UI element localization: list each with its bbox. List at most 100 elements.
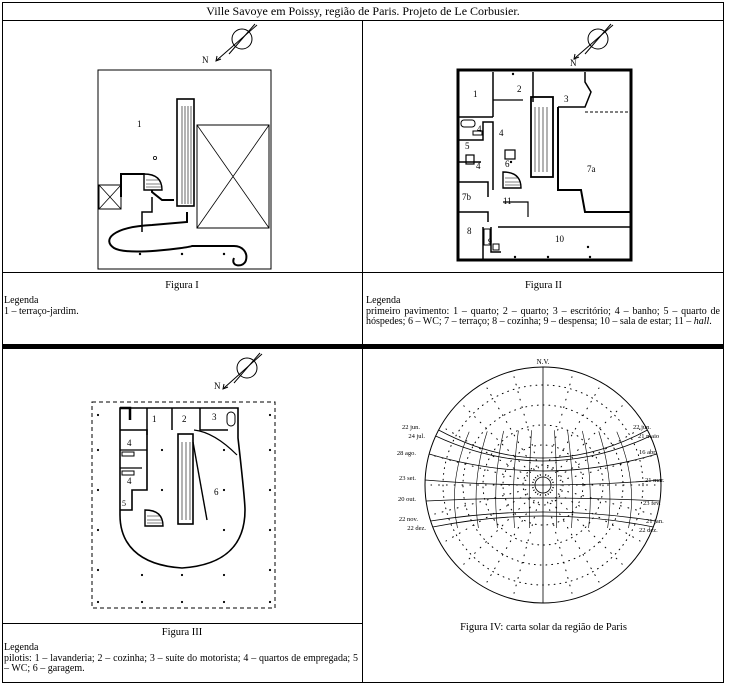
- caption-divider-1: [2, 272, 362, 273]
- azimuth-line: [549, 405, 623, 479]
- room2-label-10: 10: [555, 234, 565, 244]
- room2-label-7b: 7b: [462, 192, 472, 202]
- azimuth-line: [513, 494, 541, 594]
- hour-line: [475, 431, 488, 529]
- sun-chart: N.V. 22 jun. 24 jul. 28 ago. 23 set. 20 out.…: [397, 358, 665, 604]
- room2-label-8: 8: [467, 226, 472, 236]
- curved-wall: [108, 212, 248, 267]
- sun-date-label-left: 22 jun.: [402, 424, 420, 431]
- hour-line: [567, 430, 573, 529]
- page-title: Ville Savoye em Poissy, região de Paris.…: [2, 2, 724, 21]
- azimuth-line: [486, 387, 539, 477]
- azimuth-line: [552, 487, 652, 515]
- legend-figure-2: Legenda primeiro pavimento: 1 – quarto; …: [366, 295, 720, 328]
- sun-path-curve: [432, 515, 654, 528]
- plan-outline: [97, 69, 272, 270]
- sun-date-label-right: 22 jun.: [633, 424, 651, 431]
- room2-label-3: 3: [564, 94, 569, 104]
- hour-line: [598, 431, 611, 529]
- sun-chart-right-labels: 22 jun. 21 maio 16 abr. 21 mar. 23 fev. 21 ja…: [633, 424, 665, 534]
- sun-date-label-left: 20 out.: [398, 496, 416, 503]
- room2-label-4c: 4: [476, 161, 481, 171]
- sun-date-label-right: 21 maio: [638, 433, 659, 440]
- room3-label-1: 1: [152, 414, 157, 424]
- sun-path-curve: [426, 497, 660, 502]
- plan-outline-2: [456, 68, 633, 262]
- hour-line: [528, 430, 532, 529]
- azimuth-line: [434, 487, 534, 515]
- altitude-circle: [442, 384, 644, 586]
- ramp: [176, 98, 195, 207]
- sun-path-curve: [429, 453, 657, 472]
- azimuth-line: [445, 489, 535, 542]
- sun-chart-nv-label: N.V.: [537, 358, 550, 366]
- sun-date-label-right: 21 mar.: [645, 477, 665, 484]
- caption-figure-4: Figura IV: carta solar da região de Pari…: [460, 622, 627, 633]
- altitude-circle: [482, 424, 604, 546]
- room3-label-6: 6: [214, 487, 219, 497]
- room2-label-7a: 7a: [587, 164, 596, 174]
- sun-chart-left-labels: 22 jun. 24 jul. 28 ago. 23 set. 20 out. 22 no…: [397, 424, 427, 532]
- outer-frame: [2, 2, 724, 683]
- room2-label-6: 6: [505, 159, 510, 169]
- north-arrow-3: N: [214, 352, 263, 391]
- legend-heading-2: Legenda: [366, 295, 401, 306]
- sun-date-label-right: 16 abr.: [639, 449, 657, 456]
- north-label-2: N: [570, 58, 577, 68]
- azimuth-line: [445, 428, 535, 481]
- room2-label-5: 5: [465, 141, 470, 151]
- room2-label-2: 2: [517, 84, 522, 94]
- legend-text-1: 1 – terraço-jardim.: [4, 305, 79, 317]
- plan-outline-3: [91, 401, 276, 609]
- room2-label-9: 9: [488, 237, 492, 246]
- north-label-1: N: [202, 55, 209, 65]
- sun-date-label-right: 23 fev.: [643, 500, 661, 507]
- room2-label-4b: 4: [499, 128, 504, 138]
- caption-figure-1: Figura I: [165, 280, 199, 291]
- sun-path-curve: [435, 435, 651, 462]
- altitude-circle: [502, 444, 584, 526]
- room3-label-4b: 4: [127, 476, 132, 486]
- north-arrow-1: N: [202, 23, 258, 65]
- room3-label-5: 5: [122, 499, 126, 508]
- room2-label-4a: 4: [477, 124, 482, 134]
- sun-date-label-left: 24 jul.: [408, 433, 425, 440]
- legend-text-2: primeiro pavimento: 1 – quarto; 2 – quar…: [366, 305, 720, 327]
- legend-text-3: pilotis: 1 – lavanderia; 2 – cozinha; 3 …: [4, 652, 358, 674]
- room3-label-2: 2: [182, 414, 187, 424]
- hour-line: [582, 430, 591, 529]
- sun-date-label-left: 22 dez.: [407, 525, 426, 532]
- legend-heading-1: Legenda: [4, 295, 39, 306]
- azimuth-line: [551, 489, 641, 542]
- north-label-3: N: [214, 381, 221, 391]
- sun-date-label-right: 21 jan.: [646, 518, 664, 525]
- room-label-1: 1: [137, 119, 142, 129]
- sun-date-label-left: 22 nov.: [399, 516, 418, 523]
- hour-line: [554, 430, 558, 529]
- azimuth-line: [486, 493, 539, 583]
- figure-3-plan: N 1 2 3 4 4: [91, 352, 276, 609]
- caption-figure-2: Figura II: [524, 280, 563, 291]
- figure-1-plan: N 1: [97, 23, 272, 270]
- azimuth-line: [549, 491, 623, 565]
- legend-heading-3: Legenda: [4, 642, 39, 653]
- hour-line: [495, 430, 504, 529]
- hour-line: [616, 431, 632, 529]
- room2-label-1: 1: [473, 89, 478, 99]
- divider-horizontal: [2, 344, 724, 349]
- sun-path-curve: [438, 429, 648, 459]
- sun-date-label-left: 23 set.: [399, 475, 416, 482]
- azimuth-line: [463, 405, 537, 479]
- legend-hall: hall: [693, 316, 710, 327]
- azimuth-line: [547, 493, 600, 583]
- sun-path-curve: [430, 511, 656, 522]
- legend-end-2: .: [709, 316, 712, 327]
- sun-date-label-left: 28 ago.: [397, 450, 417, 457]
- ground-floor-wall: [119, 407, 246, 569]
- sun-date-label-right: 22 dez.: [639, 527, 658, 534]
- caption-divider-2: [363, 272, 724, 273]
- room3-label-3: 3: [212, 412, 217, 422]
- legend-figure-3: Legenda pilotis: 1 – lavanderia; 2 – coz…: [4, 642, 358, 675]
- azimuth-line: [463, 491, 537, 565]
